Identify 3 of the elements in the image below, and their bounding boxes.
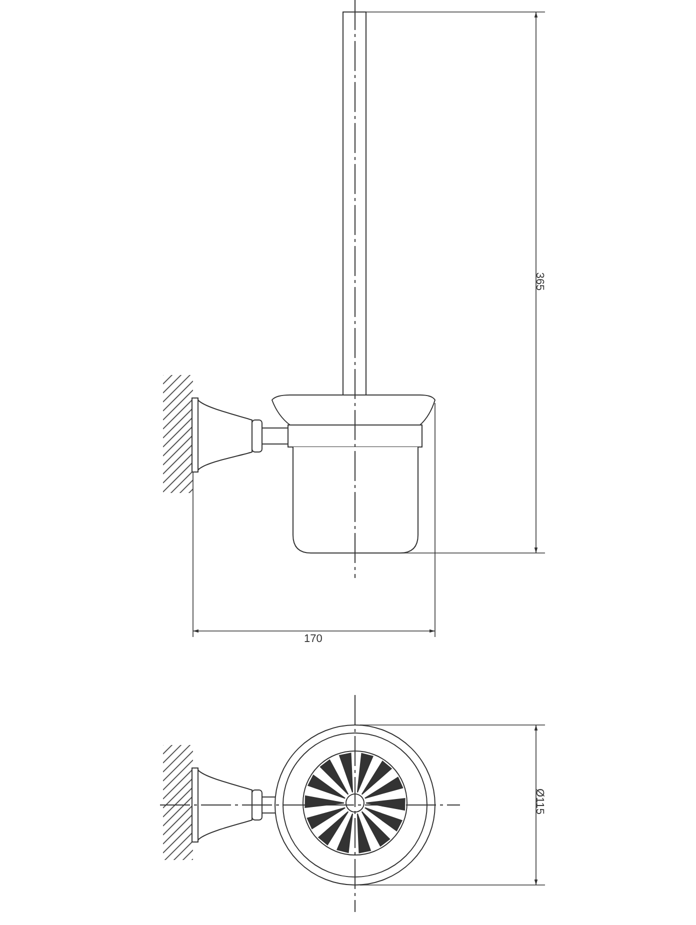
dimension-label: Ø115 (534, 788, 545, 815)
dimension-label: 170 (304, 634, 322, 645)
dimension-label: 365 (534, 272, 545, 291)
